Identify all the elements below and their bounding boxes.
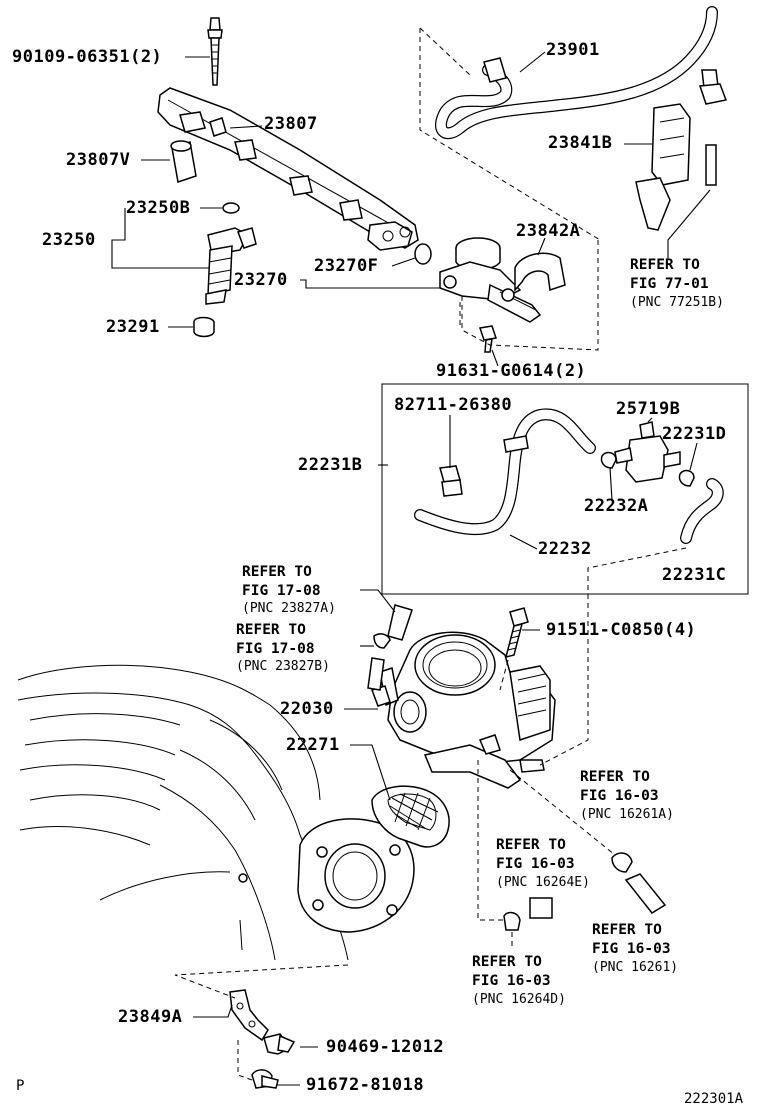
corner-mark-left: P: [16, 1078, 25, 1094]
label-22232a: 22232A: [584, 496, 649, 516]
ref-7701-line3: (PNC 77251B): [630, 295, 724, 310]
intake-manifold: [17, 664, 415, 961]
ref-1603d-line2: FIG 16-03: [472, 973, 551, 989]
label-23901: 23901: [546, 40, 600, 60]
vsv-25719b: [614, 421, 681, 483]
ref-1708a-line3: (PNC 23827A): [242, 601, 336, 616]
ref-7701-line2: FIG 77-01: [630, 276, 709, 292]
label-23842a: 23842A: [516, 221, 581, 241]
label-90109: 90109-06351(2): [12, 47, 163, 67]
ref-1603d-line1: REFER TO: [472, 954, 542, 970]
regulator-23270: [439, 237, 542, 323]
ref-1708b-line2: FIG 17-08: [236, 641, 315, 657]
ref-1708b-line3: (PNC 23827B): [236, 659, 330, 674]
label-23291: 23291: [106, 317, 160, 337]
ref-1603d-line3: (PNC 16264D): [472, 992, 566, 1007]
clip-82711: [439, 465, 463, 497]
oring-23250b: [222, 202, 240, 214]
label-25719b: 25719B: [616, 399, 681, 419]
gasket-22271: [371, 785, 450, 848]
small-hoses-1708: [367, 604, 413, 691]
injector-23250: [205, 227, 257, 305]
label-23250: 23250: [42, 230, 96, 250]
label-23841b: 23841B: [548, 133, 613, 153]
ref-1708a-line1: REFER TO: [242, 564, 312, 580]
label-91511: 91511-C0850(4): [546, 620, 697, 640]
label-23807: 23807: [264, 114, 318, 134]
bolt-91511: [504, 607, 529, 659]
label-23849a: 23849A: [118, 1007, 183, 1027]
label-22231b: 22231B: [298, 455, 363, 475]
lower-hose-stubs: [503, 852, 667, 931]
ref-7701-line1: REFER TO: [630, 257, 700, 273]
bracket-23849a: [229, 989, 296, 1089]
label-22232: 22232: [538, 539, 592, 559]
leader-lines: [111, 51, 711, 1086]
label-23807v: 23807V: [66, 150, 131, 170]
label-91631: 91631-G0614(2): [436, 361, 587, 381]
bolt-91631: [479, 325, 497, 353]
label-90469: 90469-12012: [326, 1037, 445, 1057]
label-22030: 22030: [280, 699, 334, 719]
hose-22232: [414, 408, 596, 536]
ref-1603-line1: REFER TO: [592, 922, 662, 938]
label-22231c: 22231C: [662, 565, 727, 585]
hose-22231c: [680, 478, 724, 544]
fuel-rail-23807: [157, 87, 419, 251]
ref-1708a-line2: FIG 17-08: [242, 583, 321, 599]
label-22231d: 22231D: [662, 424, 727, 444]
ref-1603e-line3: (PNC 16264E): [496, 875, 590, 890]
label-22271: 22271: [286, 735, 340, 755]
throttle-body-22030: [371, 631, 556, 789]
group-box-22231b: [381, 383, 749, 595]
label-91672: 91672-81018: [306, 1075, 425, 1095]
seal-23291: [193, 316, 215, 338]
label-23270f: 23270F: [314, 256, 379, 276]
ref-1603e-line1: REFER TO: [496, 837, 566, 853]
spacer-23807v: [170, 140, 197, 183]
connector-23841b: [635, 103, 717, 231]
ref-1603a-line2: FIG 16-03: [580, 788, 659, 804]
ref-1603-line2: FIG 16-03: [592, 941, 671, 957]
clamp-22232a: [600, 451, 617, 469]
figure-id: 222301A: [684, 1091, 744, 1107]
label-82711: 82711-26380: [394, 395, 513, 415]
ref-1603a-line1: REFER TO: [580, 769, 650, 785]
oring-23270f: [414, 243, 432, 265]
fuel-hose-23901: [435, 6, 728, 140]
label-23250b: 23250B: [126, 198, 191, 218]
ref-1603-line3: (PNC 16261): [592, 960, 679, 975]
ref-1603a-line3: (PNC 16261A): [580, 807, 674, 822]
ref-1708b-line1: REFER TO: [236, 622, 306, 638]
ref-1603e-line2: FIG 16-03: [496, 856, 575, 872]
bolt-90109: [207, 17, 223, 86]
label-23270: 23270: [234, 270, 288, 290]
dashed-guides: [174, 27, 687, 1081]
clamp-23842a: [514, 252, 566, 292]
clamp-22231d: [678, 469, 695, 487]
